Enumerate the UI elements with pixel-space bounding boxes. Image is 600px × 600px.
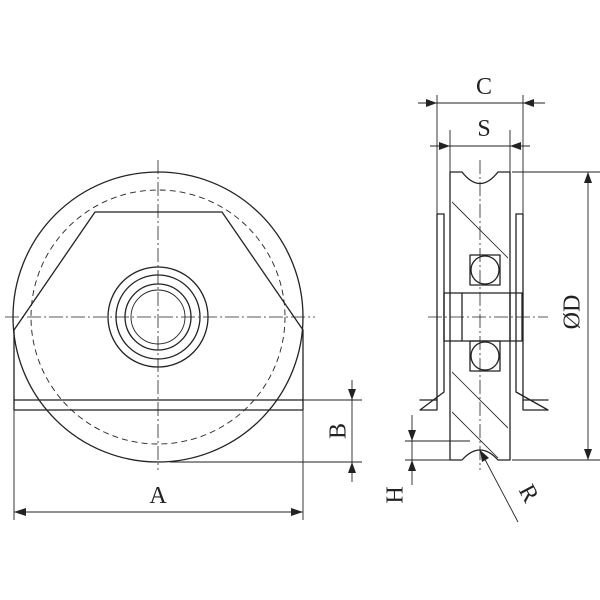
label-d: ØD [560, 295, 586, 330]
front-view [5, 160, 315, 470]
dimension-h: H [383, 415, 470, 504]
bearing-race-bottom [469, 340, 501, 372]
label-r: R [513, 481, 543, 507]
bracket-plate [13, 211, 304, 411]
bearing-bottom [470, 341, 500, 371]
dimension-s: S [430, 116, 530, 172]
wheel-section-outline [449, 171, 511, 461]
dimension-b: B [170, 380, 362, 482]
side-view [419, 160, 549, 470]
dimension-r: R [479, 449, 543, 523]
dimension-c: C [418, 74, 545, 214]
bearing-race-top [469, 254, 501, 286]
bearing-top [470, 255, 500, 285]
dimension-d: ØD [512, 171, 600, 461]
label-h: H [383, 486, 409, 503]
label-s: S [477, 116, 490, 142]
label-b: B [326, 423, 352, 439]
bracket-left-flange [419, 213, 445, 411]
dimension-a: A [13, 410, 304, 520]
wheel-hidden-circle [30, 189, 286, 445]
label-c: C [476, 74, 492, 100]
bracket-right-flange [515, 213, 549, 411]
label-a: A [149, 483, 167, 509]
